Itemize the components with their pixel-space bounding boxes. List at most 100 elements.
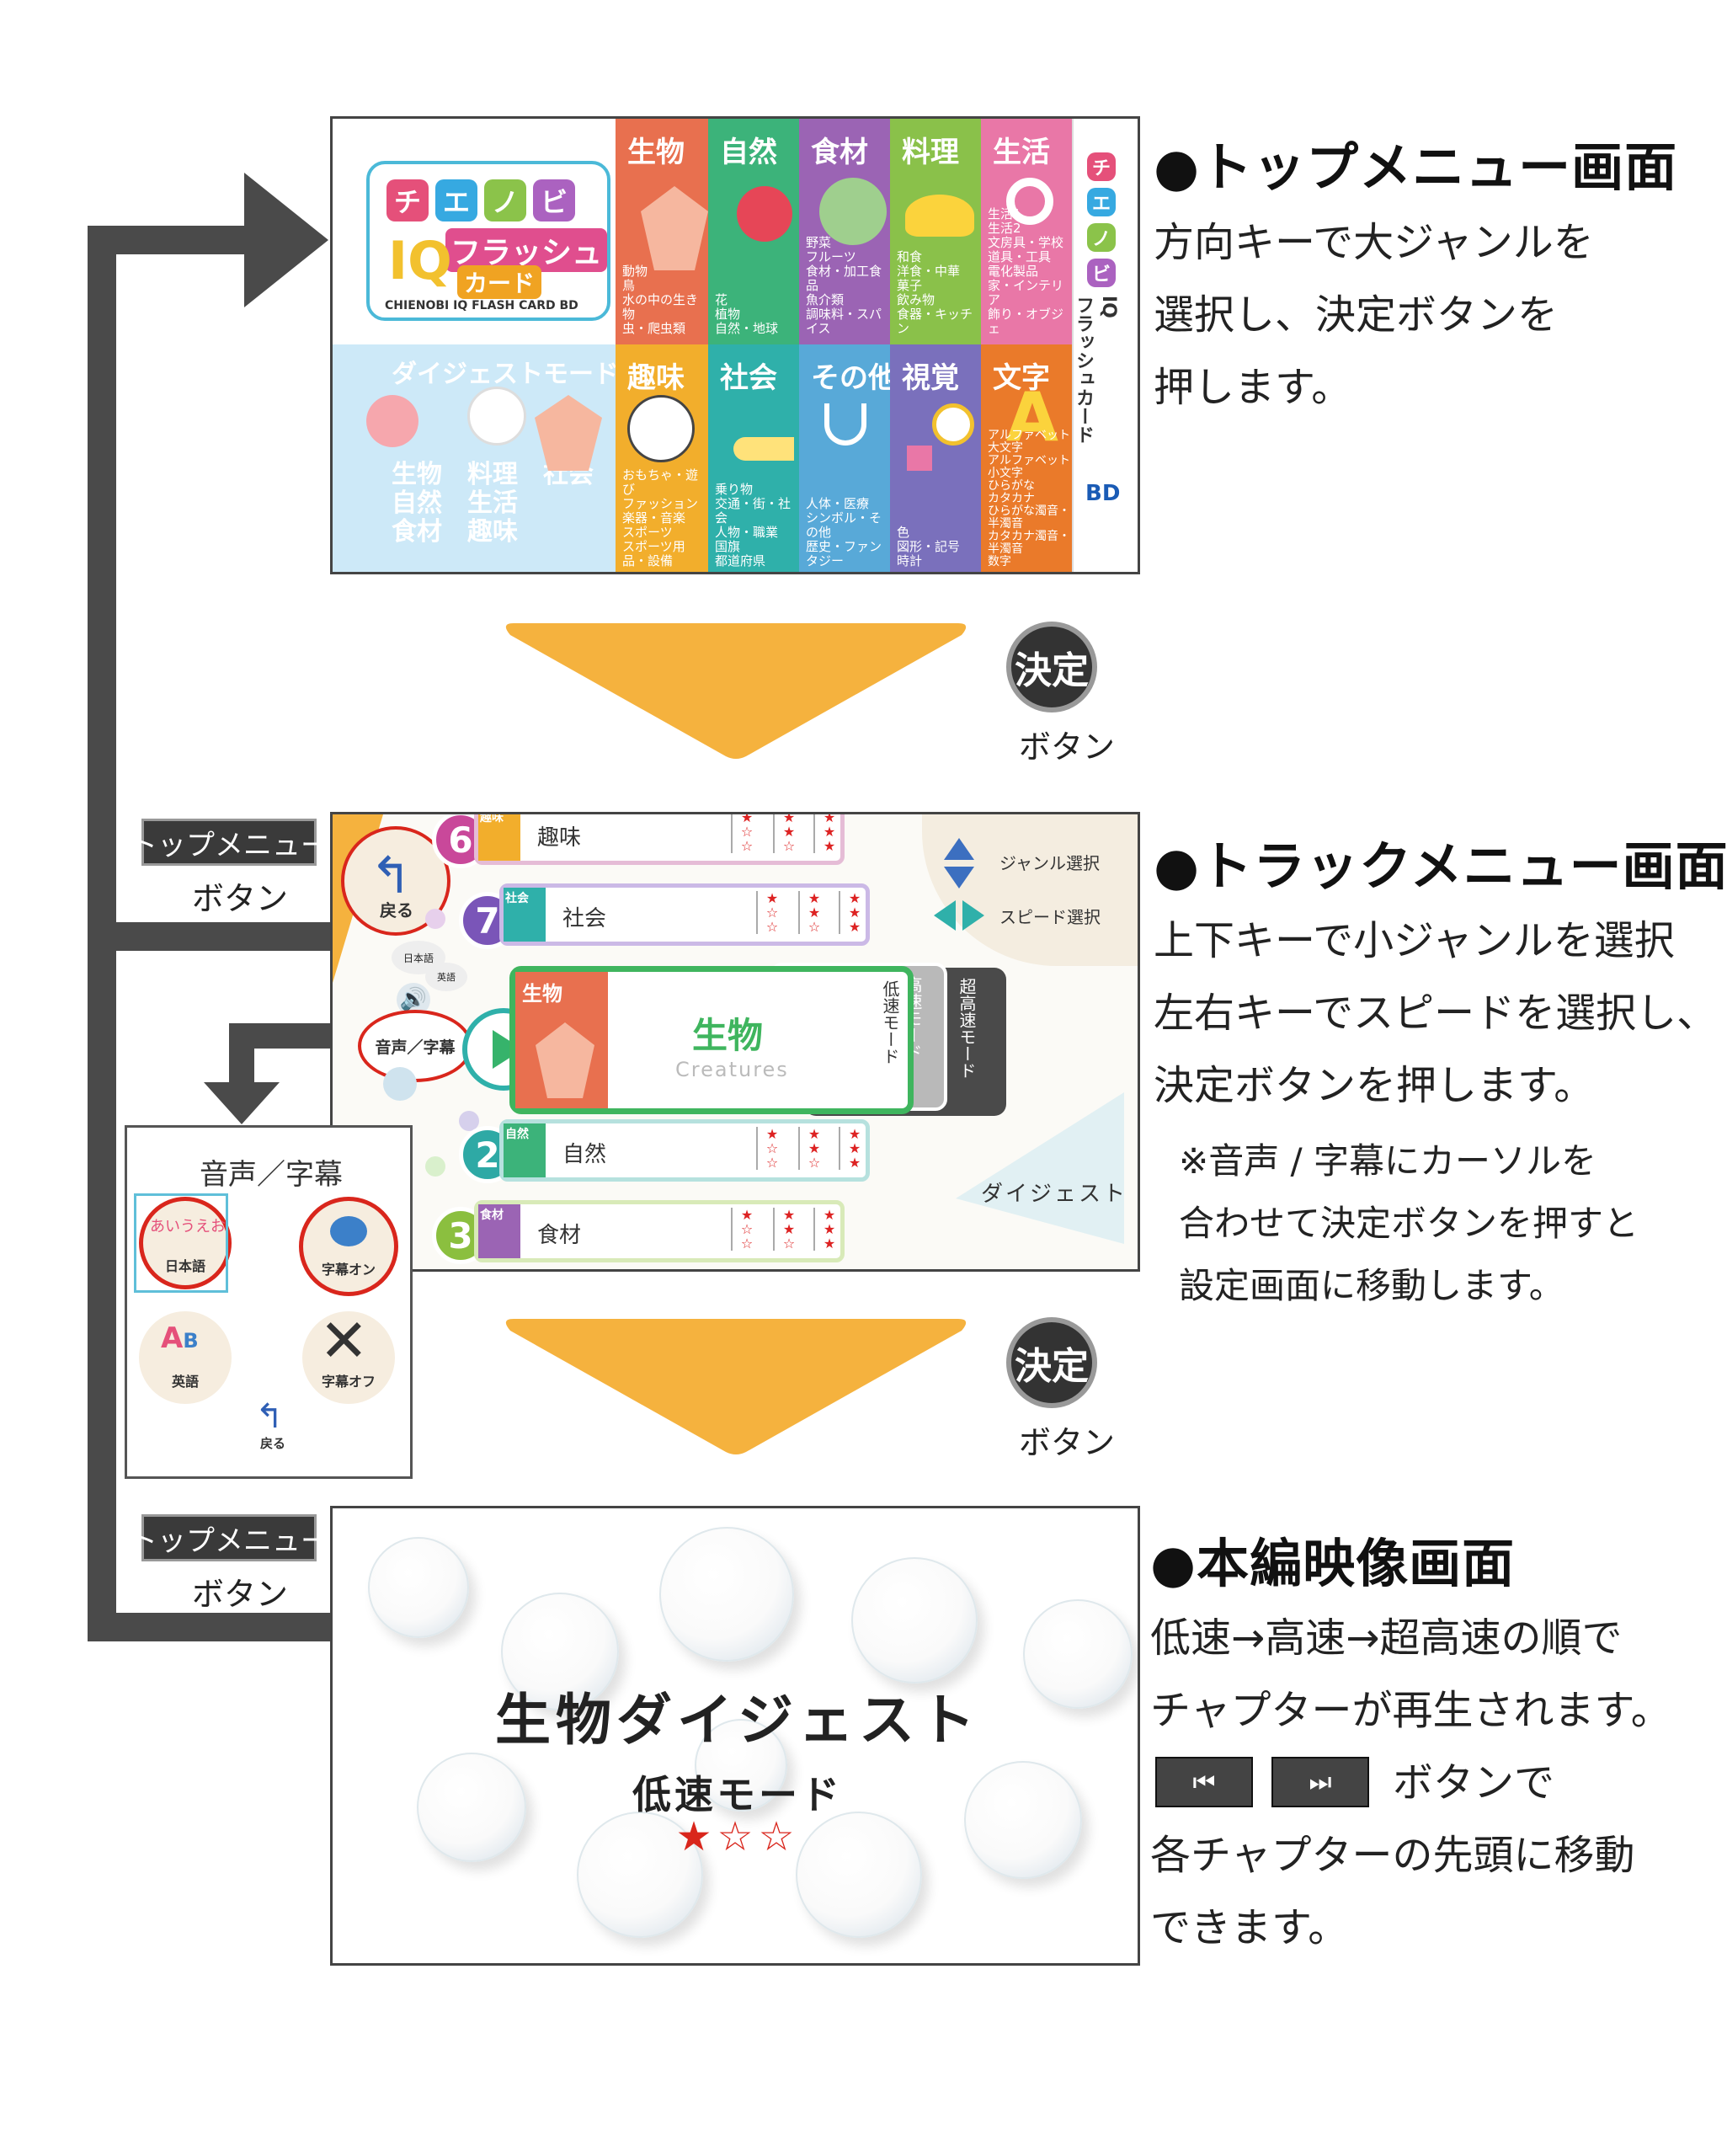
down-arrow bbox=[505, 1319, 967, 1454]
back-arrow-icon: ↰ bbox=[255, 1397, 284, 1436]
track-menu-line-2: 左右キーでスピードを選択し、 bbox=[1154, 990, 1718, 1037]
main-line-1: 低速→高速→超高速の順で bbox=[1150, 1614, 1623, 1662]
track-tag: 趣味 bbox=[478, 814, 520, 861]
selected-title-en: Creatures bbox=[675, 1058, 789, 1081]
genre-tile-society[interactable]: 社会 乗り物 交通・街・社会 人物・職業 国旗 都道府県 bbox=[708, 344, 799, 572]
ball-icon bbox=[627, 395, 695, 462]
kettei-caption: ボタン bbox=[1019, 728, 1116, 766]
brand-strip: チ エ ノ ビ IQ フラッシュカード BD bbox=[1072, 119, 1138, 572]
en-bubble-label: 英語 bbox=[437, 972, 456, 983]
selected-track-card[interactable]: 生物 生物 Creatures 低速モード bbox=[509, 966, 914, 1114]
tile-title: 社会 bbox=[720, 361, 777, 395]
subtitle-off-label: 字幕オフ bbox=[321, 1374, 376, 1390]
subtitle-on-button[interactable]: 字幕オン bbox=[299, 1197, 398, 1296]
track-note-1: ※音声 / 字幕にカーソルを bbox=[1179, 1140, 1597, 1182]
tile-sub: 野菜 フルーツ 食材・加工食品 魚介類 調味料・スパイス bbox=[806, 235, 882, 336]
settings-back-label: 戻る bbox=[260, 1436, 286, 1451]
top-menu-button-caption: ボタン bbox=[192, 880, 289, 917]
genre-tile-hobby[interactable]: 趣味 おもちゃ・遊び ファッション 楽器・音楽 スポーツ スポーツ用品・設備 bbox=[616, 344, 708, 572]
bubble bbox=[577, 1812, 703, 1938]
kettei-label: 決定 bbox=[1015, 649, 1089, 692]
tile-title: 視覚 bbox=[902, 361, 959, 395]
selected-title: 生物 bbox=[692, 1015, 764, 1056]
genre-select-label: ジャンル選択 bbox=[999, 853, 1100, 873]
track-label: 食材 bbox=[537, 1223, 582, 1248]
clock-icon bbox=[932, 403, 974, 446]
jp-button[interactable]: あいうえお 日本語 bbox=[139, 1197, 232, 1289]
stars-ultra: ★★★ bbox=[839, 1127, 869, 1170]
settings-screen: 音声／字幕 あいうえお 日本語 字幕オン AB 英語 ✕ 字幕オフ ↰ 戻る bbox=[125, 1125, 413, 1479]
settings-title: 音声／字幕 bbox=[200, 1158, 343, 1192]
subtitle-off-button[interactable]: ✕ 字幕オフ bbox=[302, 1306, 395, 1404]
jp-bubble: 日本語 bbox=[392, 941, 445, 974]
tile-title: その他 bbox=[811, 361, 890, 395]
genre-tile-cooking[interactable]: 料理 和食 洋食・中華 菓子 飲み物 食器・キッチン bbox=[890, 119, 981, 344]
en-label: 英語 bbox=[171, 1374, 199, 1390]
tile-title: 自然 bbox=[720, 136, 777, 169]
top-menu-line-1: 方向キーで大ジャンルを bbox=[1154, 219, 1594, 266]
bubble bbox=[1023, 1599, 1133, 1709]
down-arrow bbox=[505, 623, 967, 759]
genre-tile-creatures[interactable]: 生物 動物 鳥 水の中の生き物 虫・爬虫類 bbox=[616, 119, 708, 344]
stethoscope-icon bbox=[824, 403, 866, 446]
genre-tile-visual[interactable]: 視覚 色 図形・記号 時計 bbox=[890, 344, 981, 572]
bubble bbox=[659, 1527, 794, 1662]
focus-frame bbox=[134, 1193, 228, 1293]
top-menu-screen: チ エ ノ ビ フラッシュ カード IQ CHIENOBI IQ FLASH C… bbox=[330, 116, 1140, 574]
kettei-caption: ボタン bbox=[1019, 1424, 1116, 1461]
track-tag: 自然 bbox=[504, 1123, 546, 1177]
logo-char: ビ bbox=[533, 179, 575, 221]
cross-icon: ✕ bbox=[319, 1306, 369, 1375]
chat-icon bbox=[383, 1067, 417, 1101]
tile-title: 生物 bbox=[627, 136, 685, 169]
genre-tile-life[interactable]: 生活 生活1 生活2 文房具・学校 道具・工具 電化製品 家・インテリア 飾り・… bbox=[981, 119, 1074, 344]
strip-char: エ bbox=[1087, 188, 1116, 216]
selected-tag-label: 生物 bbox=[522, 982, 562, 1006]
en-bubble: 英語 bbox=[425, 963, 467, 991]
jp-bubble-label: 日本語 bbox=[402, 952, 434, 964]
track-row-nature[interactable]: 自然 自然 ★☆☆ ★★☆ ★★★ bbox=[499, 1119, 870, 1182]
dot bbox=[425, 1156, 445, 1177]
track-row-society[interactable]: 社会 社会 ★☆☆ ★★☆ ★★★ bbox=[499, 883, 870, 946]
stars-ultra: ★★★ bbox=[813, 1208, 844, 1251]
tile-sub: 乗り物 交通・街・社会 人物・職業 国旗 都道府県 bbox=[715, 482, 792, 568]
en-button[interactable]: AB 英語 bbox=[139, 1311, 232, 1404]
stars-ultra: ★★★ bbox=[813, 814, 844, 853]
tile-title: 料理 bbox=[902, 136, 959, 169]
top-menu-button-caption: ボタン bbox=[192, 1576, 289, 1613]
logo-char: ノ bbox=[484, 179, 526, 221]
tile-sub: 人体・医療 シンボル・その他 歴史・ファンタジー bbox=[806, 496, 882, 568]
track-label: 趣味 bbox=[537, 825, 582, 851]
track-row-food[interactable]: 食材 食材 ★☆☆ ★★☆ ★★★ bbox=[474, 1200, 845, 1262]
kettei-label: 決定 bbox=[1015, 1345, 1089, 1388]
genre-tile-letters[interactable]: 文字 A アルファベット大文字 アルファベット小文字 ひらがな カタカナ ひらが… bbox=[981, 344, 1074, 572]
genre-tile-food[interactable]: 食材 野菜 フルーツ 食材・加工食品 魚介類 調味料・スパイス bbox=[799, 119, 890, 344]
bubble bbox=[851, 1557, 978, 1684]
digest-tile[interactable]: ダイジェストモード 生物 料理 社会 自然 生活 食材 趣味 bbox=[333, 344, 619, 572]
low-label: 低速モード bbox=[880, 980, 900, 1065]
digest-title: ダイジェストモード bbox=[392, 360, 619, 389]
tile-sub: 動物 鳥 水の中の生き物 虫・爬虫類 bbox=[622, 264, 699, 336]
stars-high: ★★☆ bbox=[798, 891, 829, 934]
stars-low: ★☆☆ bbox=[756, 891, 786, 934]
ball-icon bbox=[467, 387, 526, 446]
logo-area: チ エ ノ ビ フラッシュ カード IQ CHIENOBI IQ FLASH C… bbox=[333, 119, 616, 344]
speed-select-label: スピード選択 bbox=[999, 907, 1101, 927]
tile-sub: 色 図形・記号 時計 bbox=[897, 525, 961, 568]
track-label: 自然 bbox=[562, 1142, 607, 1167]
bubble bbox=[368, 1537, 469, 1638]
genre-tile-nature[interactable]: 自然 花 植物 自然・地球 bbox=[708, 119, 799, 344]
tile-title: 趣味 bbox=[627, 361, 685, 395]
audio-subtitle-button[interactable]: 音声／字幕 bbox=[358, 1010, 472, 1082]
prev-chapter-icon: ⏮ bbox=[1192, 1767, 1216, 1797]
next-chapter-icon: ⏭ bbox=[1309, 1767, 1332, 1797]
main-screen-heading: ●本編映像画面 bbox=[1150, 1533, 1516, 1594]
selected-tag: 生物 bbox=[515, 972, 608, 1108]
genre-tile-other[interactable]: その他 人体・医療 シンボル・その他 歴史・ファンタジー bbox=[799, 344, 890, 572]
prev-chapter-button: ⏮ bbox=[1155, 1757, 1253, 1807]
logo-char: エ bbox=[435, 179, 477, 221]
logo-flash: フラッシュ bbox=[445, 228, 607, 272]
settings-back-button[interactable]: ↰ 戻る bbox=[245, 1397, 304, 1456]
tile-title: 生活 bbox=[993, 136, 1050, 169]
track-row-hobby[interactable]: 趣味 趣味 ★☆☆ ★★☆ ★★★ bbox=[474, 814, 845, 865]
